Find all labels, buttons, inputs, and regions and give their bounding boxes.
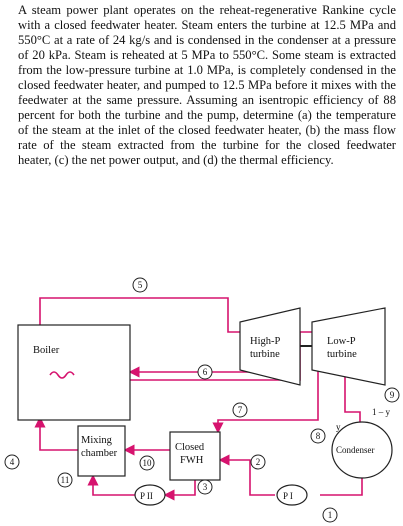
state-1-circle <box>322 507 338 523</box>
pump-1 <box>276 484 308 506</box>
hp-turbine-label-1: High-P <box>250 336 280 347</box>
pipe-9 <box>344 362 361 422</box>
fraction-1-minus-y: 1 – y <box>372 407 391 417</box>
state-11-circle <box>57 472 73 488</box>
pump-1-label: P I <box>283 491 293 501</box>
lp-turbine <box>311 307 386 386</box>
pump-2-label: P II <box>140 491 153 501</box>
lp-turbine-label-2: turbine <box>327 349 357 360</box>
state-4: 4 <box>10 457 15 467</box>
state-10: 10 <box>143 458 153 468</box>
state-3-circle <box>197 479 213 495</box>
state-6-circle <box>197 364 213 380</box>
state-8-circle <box>310 428 326 444</box>
pipe-3 <box>163 480 196 501</box>
state-7: 7 <box>238 405 243 415</box>
problem-text: A steam power plant operates on the rehe… <box>18 3 396 167</box>
fwh-label-2: FWH <box>180 455 204 466</box>
state-8: 8 <box>316 431 321 441</box>
boiler-coil <box>49 371 75 379</box>
mixing-label-1: Mixing <box>81 435 113 446</box>
fraction-y: y <box>336 422 341 432</box>
mixing-chamber <box>77 425 126 477</box>
pipe-11 <box>87 474 135 496</box>
closed-fwh <box>169 431 221 481</box>
pipe-2 <box>218 454 275 496</box>
fwh-label-1: Closed <box>175 442 205 453</box>
pipe-5 <box>39 297 240 333</box>
pump-2 <box>134 484 166 506</box>
boiler <box>17 324 131 421</box>
state-2-circle <box>250 454 266 470</box>
lp-turbine-label-1: Low-P <box>327 336 356 347</box>
state-10-circle <box>139 455 155 471</box>
state-9: 9 <box>390 390 395 400</box>
pipe-1 <box>320 478 363 496</box>
hp-turbine-label-2: turbine <box>250 349 280 360</box>
pipe-7 <box>212 368 319 434</box>
state-5: 5 <box>138 280 143 290</box>
mixing-label-2: chamber <box>81 448 118 459</box>
state-11: 11 <box>61 475 70 485</box>
state-3: 3 <box>203 482 208 492</box>
state-4-circle <box>4 454 20 470</box>
condenser-label: Condenser <box>336 445 375 455</box>
state-6: 6 <box>203 367 208 377</box>
state-9-circle <box>384 387 400 403</box>
problem-statement: A steam power plant operates on the rehe… <box>18 3 396 168</box>
state-5-circle <box>132 277 148 293</box>
condenser <box>331 421 393 479</box>
state-7-circle <box>232 402 248 418</box>
state-2: 2 <box>256 457 261 467</box>
state-1: 1 <box>328 510 333 520</box>
pipe-4 <box>34 416 78 451</box>
boiler-label: Boiler <box>33 345 60 356</box>
hp-turbine <box>239 307 301 386</box>
